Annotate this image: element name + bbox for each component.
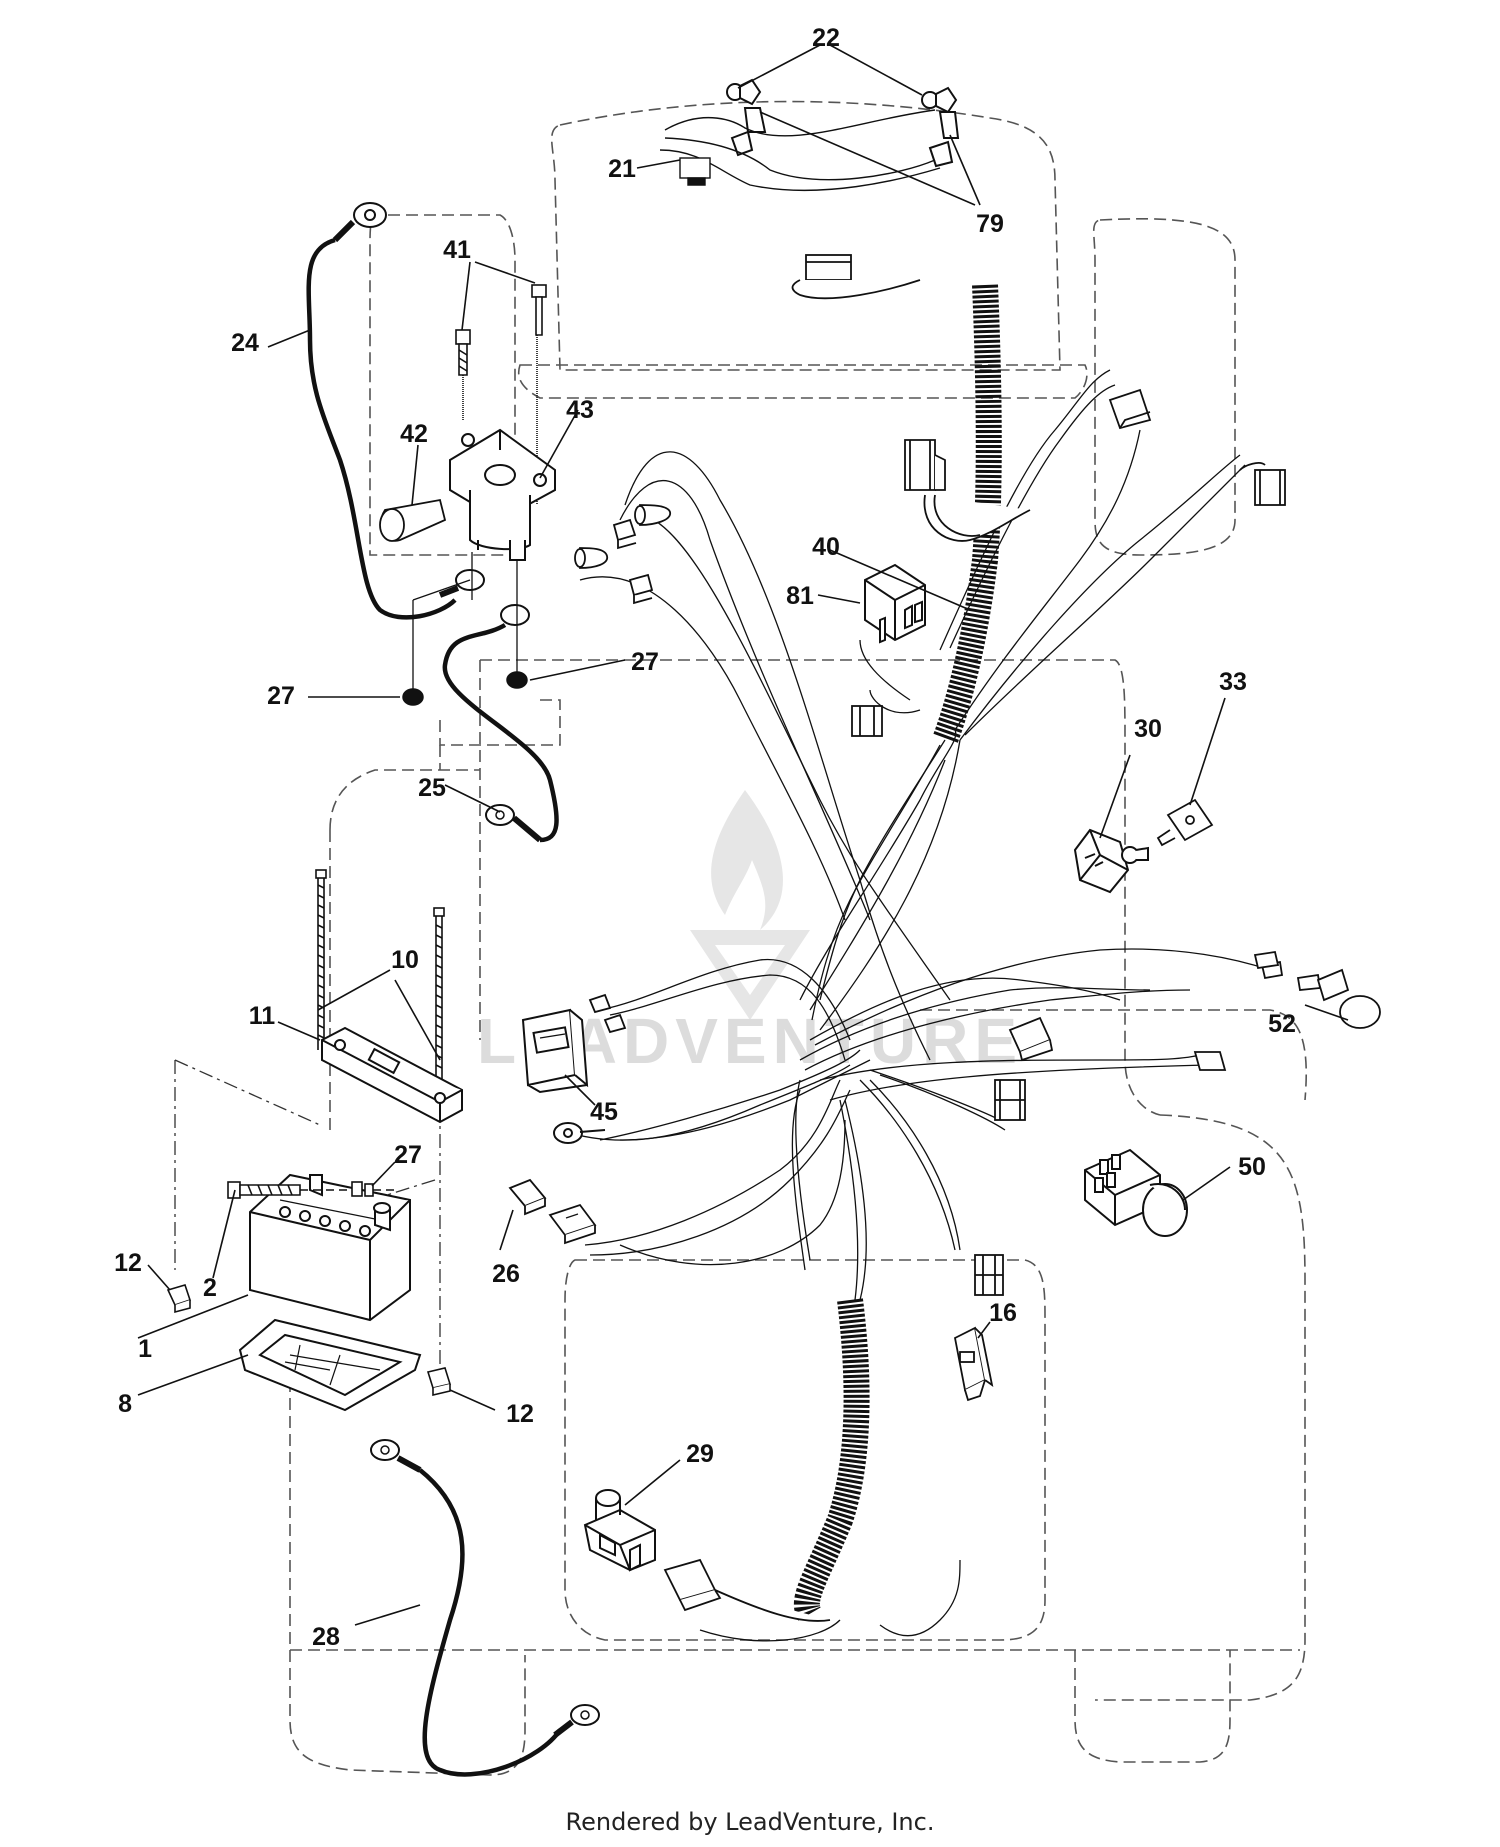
part-29-seat-switch [583, 1489, 656, 1572]
watermark-flame-icon [711, 790, 783, 930]
part-label: 27 [394, 1141, 422, 1169]
part-label: 11 [249, 1002, 276, 1030]
part-label: 12 [114, 1249, 142, 1277]
part-16-switch [953, 1326, 994, 1402]
coiled-loom-lower [793, 1298, 870, 1623]
lower-connector [663, 1558, 831, 1622]
part-label: 42 [400, 420, 428, 448]
leader-lines [137, 44, 1349, 1626]
harness-connectors [574, 254, 1322, 1296]
part-label: 52 [1268, 1010, 1296, 1038]
part-label: 8 [118, 1390, 132, 1418]
part-1-battery [249, 1173, 411, 1322]
part-label: 1 [138, 1335, 152, 1363]
part-label: 27 [631, 648, 659, 676]
part-label: 22 [812, 24, 840, 52]
battery-mount-lines [174, 1059, 441, 1380]
part-21-headlight-harness [659, 109, 941, 191]
part-label: 40 [812, 533, 840, 561]
part-25-cable [442, 604, 559, 843]
part-45-hour-meter [521, 1008, 589, 1094]
part-26-fuse [508, 1178, 597, 1245]
part-label: 25 [418, 774, 446, 802]
part-label: 79 [976, 210, 1004, 238]
part-28-cable [370, 1439, 600, 1777]
part-label: 45 [590, 1098, 618, 1126]
part-label: 50 [1238, 1153, 1266, 1181]
part-2-bolt [227, 1181, 395, 1199]
part-41-bolts [455, 284, 547, 505]
ground-ring-terminal [553, 1122, 606, 1144]
part-22-headlight-bulbs [726, 78, 960, 168]
part-24-cable [306, 202, 485, 620]
part-label: 41 [443, 236, 471, 264]
part-10-rods [315, 869, 445, 1080]
part-label: 12 [506, 1400, 534, 1428]
watermark-v-icon [690, 930, 810, 1020]
part-label: 16 [989, 1299, 1017, 1327]
part-label: 28 [312, 1623, 340, 1651]
part-label: 30 [1134, 715, 1162, 743]
part-30-ignition-switch [1073, 828, 1149, 894]
part-11-hold-down-bar [321, 1026, 463, 1124]
part-label: 43 [566, 396, 594, 424]
part-label: 10 [391, 946, 419, 974]
part-label: 27 [267, 682, 295, 710]
part-label: 29 [686, 1440, 714, 1468]
part-27-nuts-top [402, 552, 528, 706]
part-label: 24 [231, 329, 259, 357]
part-50-pto-switch [1084, 1148, 1188, 1237]
part-52-bulb [1316, 968, 1381, 1029]
footer-credit: Rendered by LeadVenture, Inc. [565, 1808, 935, 1836]
main-harness-wires [559, 369, 1271, 1642]
part-81-relay [864, 563, 926, 644]
part-43-solenoid [449, 428, 556, 561]
part-label: 81 [786, 582, 814, 610]
part-label: 26 [492, 1260, 520, 1288]
part-labels: 1 2 8 10 11 12 12 16 21 22 24 25 26 27 2… [114, 24, 1296, 1651]
part-12-nuts [166, 1284, 452, 1397]
part-8-battery-tray [238, 1318, 422, 1412]
part-42-boot [379, 498, 447, 542]
part-33-key [1156, 798, 1214, 847]
part-label: 21 [608, 155, 636, 183]
part-label: 33 [1219, 668, 1247, 696]
part-label: 2 [203, 1274, 217, 1302]
